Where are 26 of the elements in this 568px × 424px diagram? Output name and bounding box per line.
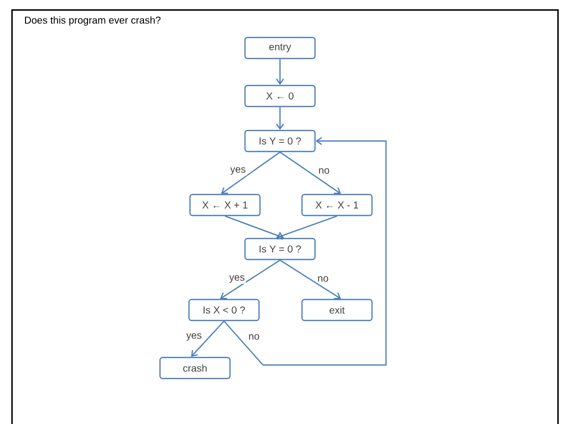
arrow [276,216,338,240]
arrow [191,320,224,357]
process-box: crash [159,356,231,380]
process-box: X ← X - 1 [301,194,373,216]
arrow [276,107,284,130]
process-box: Is Y = 0 ? [244,130,316,152]
arrow [220,260,280,300]
arrow [276,59,284,85]
process-box: Is X < 0 ? [188,298,260,322]
process-box: Is Y = 0 ? [244,238,316,260]
arrow [224,137,387,366]
edge-label: no [317,167,331,175]
arrow [280,260,341,300]
process-box: exit [301,298,373,322]
process-box: entry [244,36,316,60]
process-box: X ← 0 [244,84,316,108]
edge-label: no [316,275,330,283]
arrow [280,152,341,194]
arrow [224,216,284,240]
edge-label: yes [229,166,247,176]
arrow [221,152,280,194]
edge-label: no [247,333,261,341]
edge-label: yes [185,332,203,342]
process-box: X ← X + 1 [189,194,261,216]
title: Does this program ever crash? [25,16,161,26]
edge-label: yes [228,274,246,284]
